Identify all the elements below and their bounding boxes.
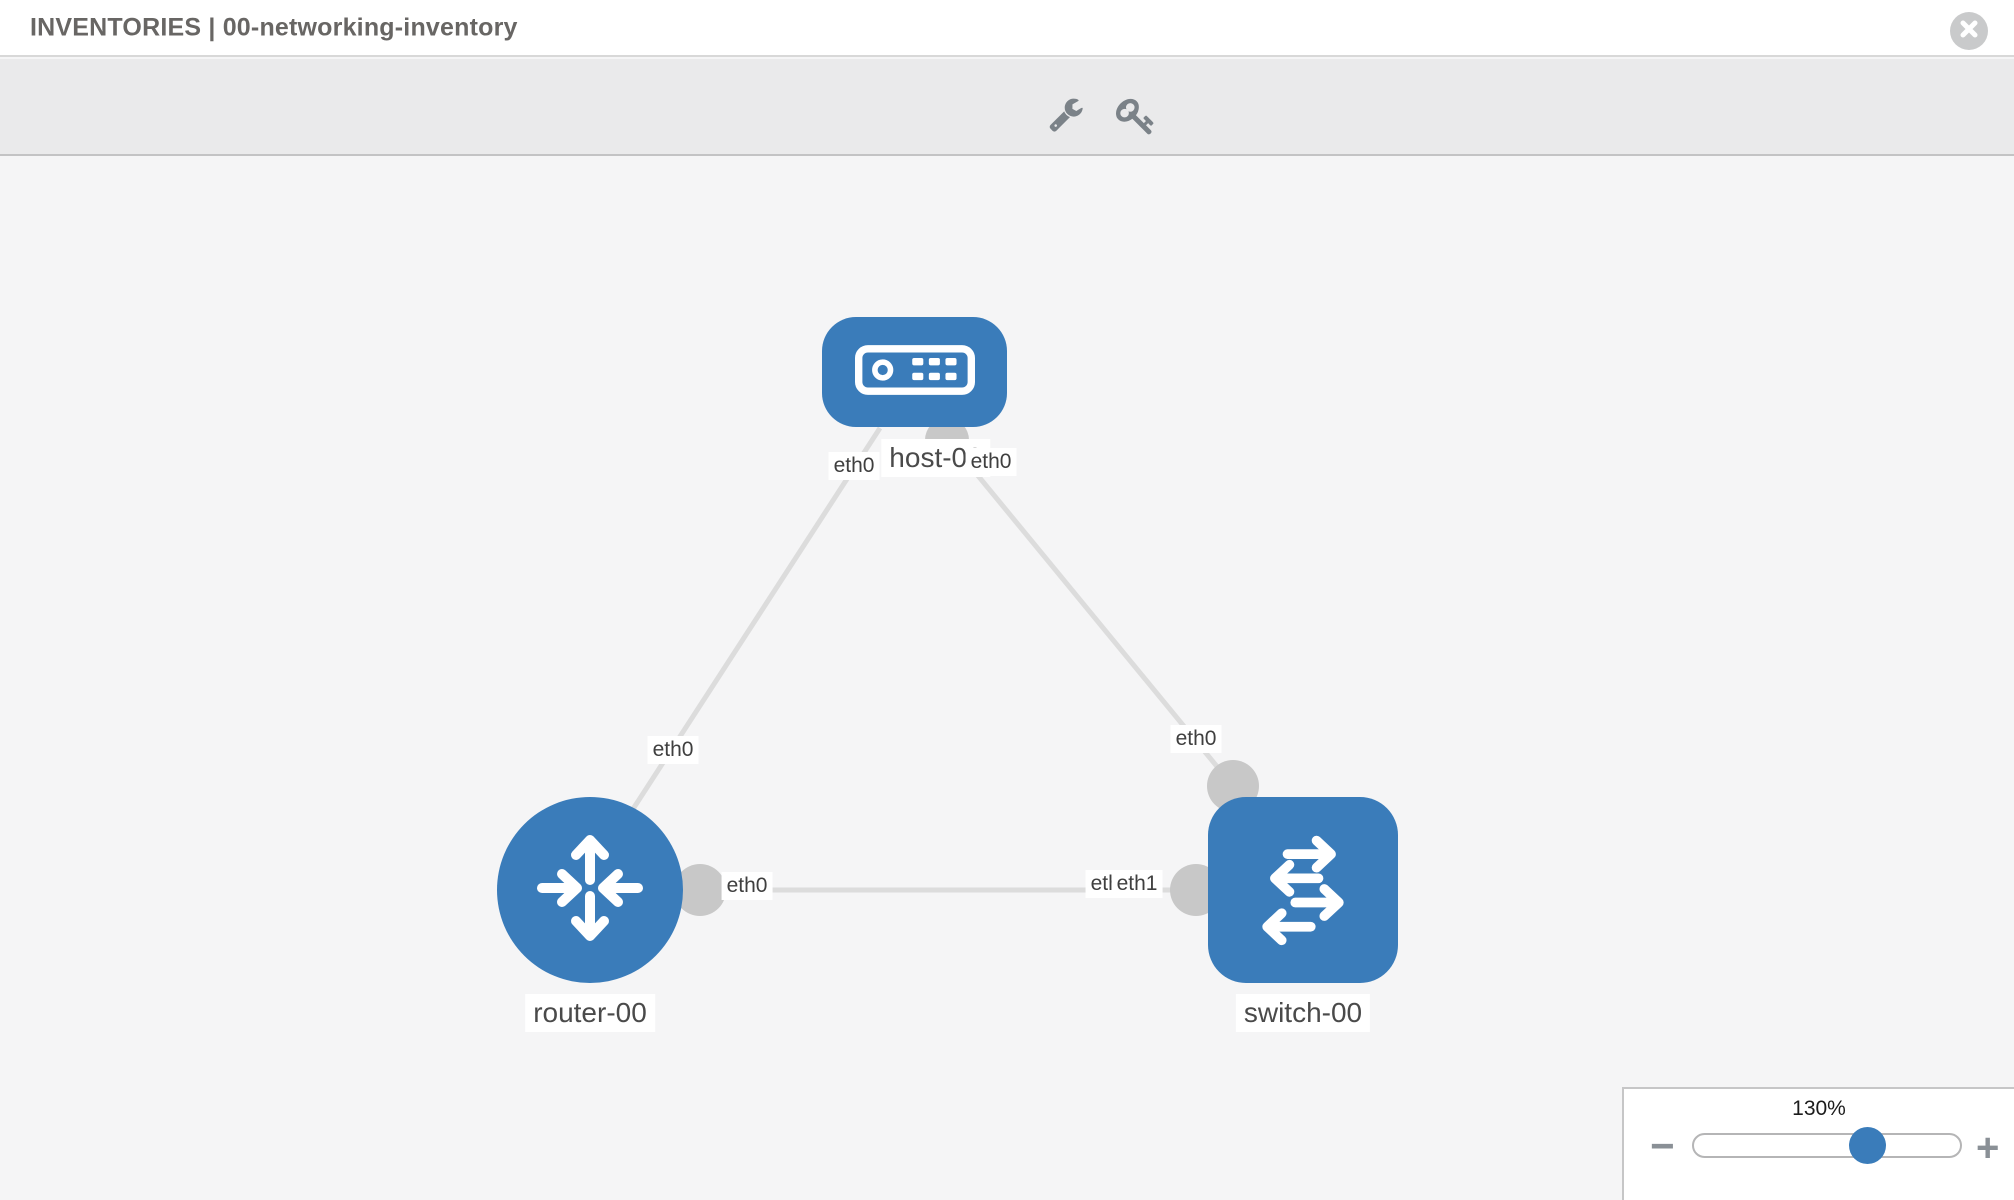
router-icon	[530, 828, 650, 953]
interface-label-eth1: eth1	[1111, 870, 1163, 898]
zoom-in-button[interactable]: +	[1976, 1126, 2000, 1170]
node-label-switch-00: switch-00	[1235, 994, 1371, 1032]
interface-label-eth0: eth0	[828, 452, 880, 480]
node-host-00[interactable]	[822, 317, 1007, 427]
toolbar	[0, 59, 2014, 156]
close-button[interactable]	[1950, 12, 1988, 50]
interface-label-eth0: eth0	[647, 736, 699, 764]
header-bar: INVENTORIES | 00-networking-inventory	[0, 0, 2014, 57]
close-icon	[1960, 20, 1978, 43]
zoom-level-label: 130%	[1792, 1097, 1846, 1120]
node-switch-00[interactable]	[1208, 797, 1398, 983]
zoom-out-button[interactable]: −	[1650, 1122, 1675, 1169]
connector-router-eth0	[674, 864, 726, 916]
page-title: INVENTORIES | 00-networking-inventory	[30, 13, 518, 41]
key-button[interactable]	[1116, 96, 1156, 136]
topology-canvas[interactable]: host-00 router-00 switch-00 eth0 eth0 et…	[0, 157, 2014, 1200]
interface-label-eth0: eth0	[1170, 725, 1222, 753]
zoom-slider-track[interactable]	[1692, 1127, 1962, 1164]
zoom-control-panel: 130% − +	[1622, 1087, 2014, 1200]
host-icon	[854, 344, 975, 400]
wrench-button[interactable]	[1048, 96, 1084, 132]
node-label-router-00: router-00	[525, 994, 655, 1032]
node-router-00[interactable]	[497, 797, 683, 983]
wrench-icon	[1048, 96, 1084, 132]
key-icon	[1116, 96, 1156, 136]
topology-edges	[630, 418, 1259, 916]
interface-label-eth0: eth0	[721, 872, 773, 900]
switch-icon	[1242, 827, 1364, 954]
interface-label-eth0: eth0	[965, 448, 1017, 476]
zoom-slider-thumb[interactable]	[1849, 1127, 1886, 1164]
